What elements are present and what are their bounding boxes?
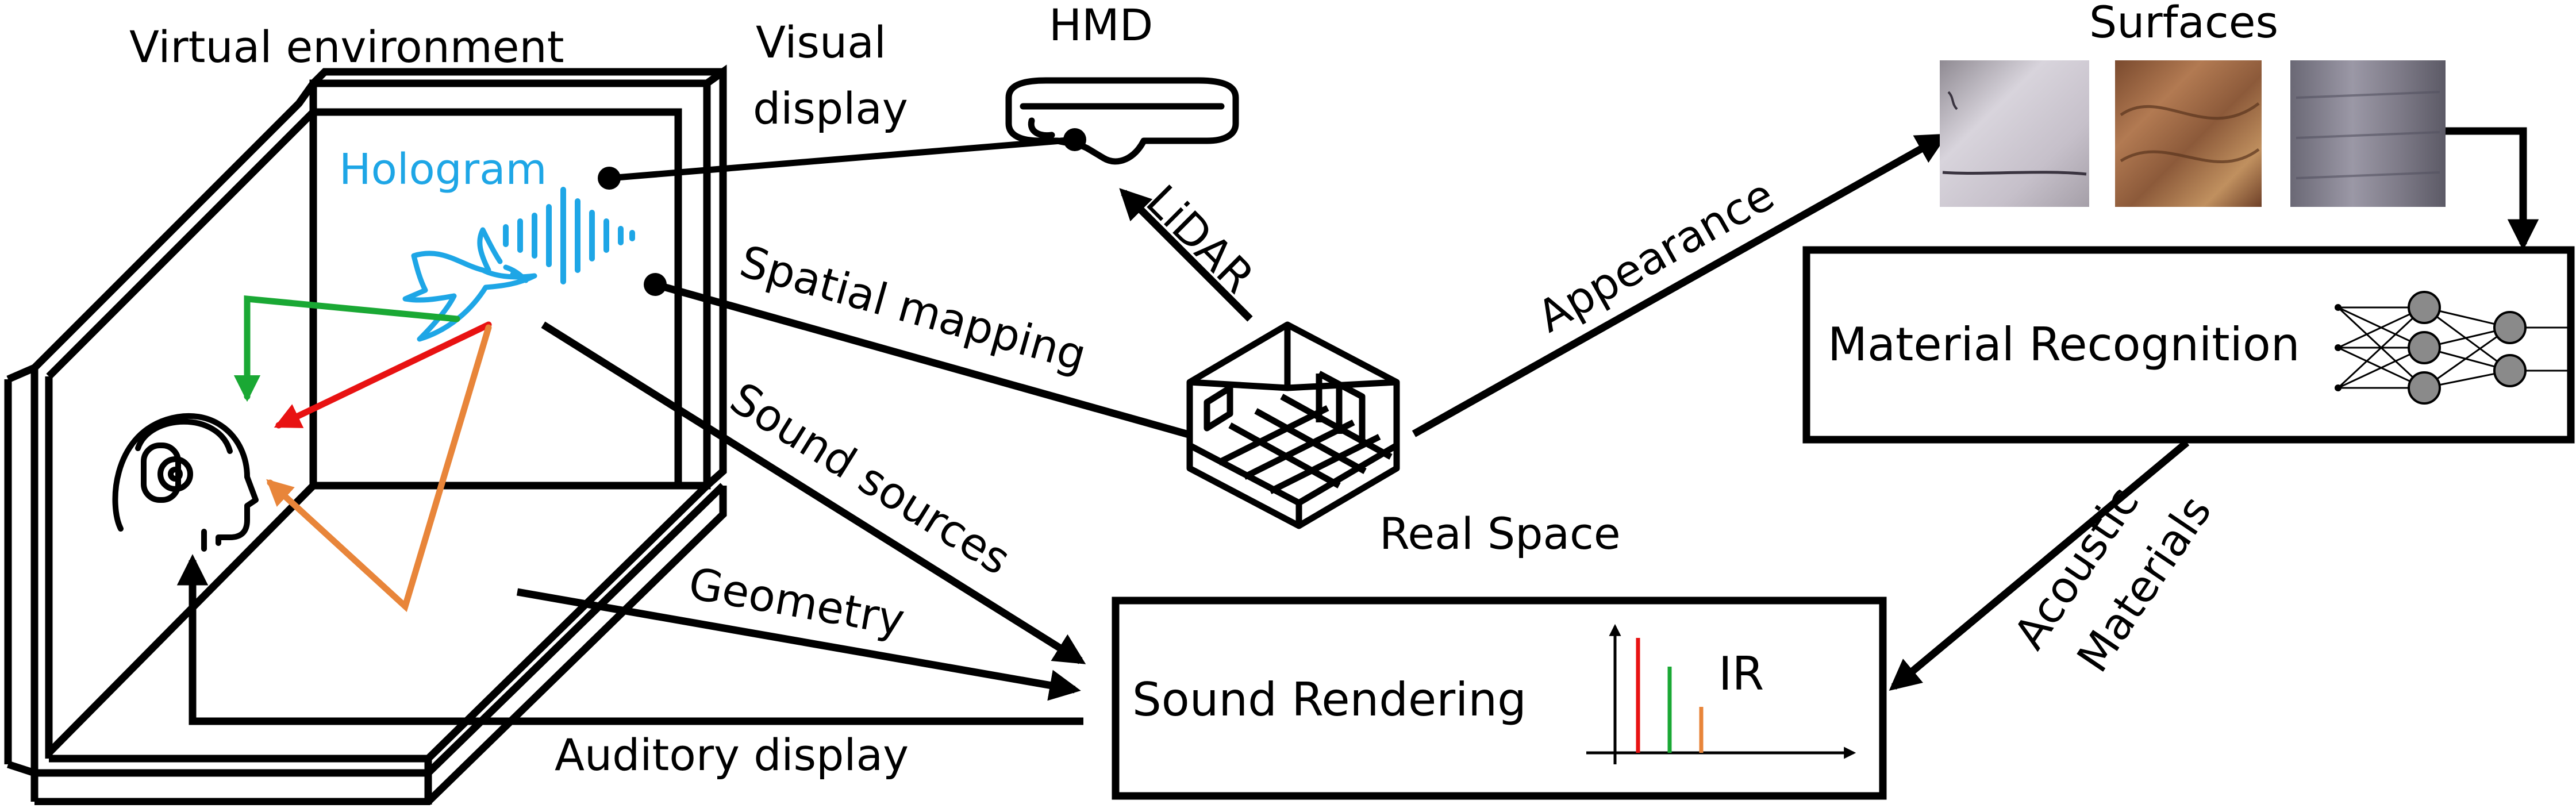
visual-display-label-1: Visual [756,17,886,68]
surfaces-label: Surfaces [2089,0,2278,48]
sound-rendering-label: Sound Rendering [1132,673,1527,726]
back-wall-inner [313,108,682,486]
plaster-surface-texture [1940,60,2089,207]
visual-display-dot-left [598,167,621,190]
wood-surface-texture [2115,60,2262,207]
spatial-mapping-connector [654,280,1208,444]
real-space-label: Real Space [1379,508,1621,559]
hologram-label: Hologram [339,145,547,194]
real-space-room-icon [1186,321,1400,529]
listener-head-icon [112,413,259,552]
material-recognition-box [1802,246,2575,444]
sound-sources-label: Sound sources [721,372,1019,585]
sound-sources-arrow [541,321,1086,664]
auditory-display-arrow [176,554,1083,725]
geometry-arrow [516,588,1081,701]
lidar-arrow [1119,188,1253,322]
appearance-label: Appearance [1529,168,1782,342]
sound-wave-icon [503,187,635,284]
auditory-display-label: Auditory display [555,729,909,780]
visual-display-label-2: display [753,83,908,134]
ir-spikes [1636,638,1704,753]
visual-display-dot-right [1063,128,1086,151]
left-wall [32,81,317,379]
virtual-environment-label: Virtual environment [129,21,564,72]
reflection-ray-red [274,321,492,429]
material-recognition-label: Material Recognition [1828,318,2300,371]
surfaces-to-recognition-arrow [2446,127,2539,251]
sound-rendering-box [1112,597,1887,800]
ir-label: IR [1718,647,1764,701]
impulse-response-plot: IR [1586,624,1856,764]
neural-network-icon [2335,291,2569,405]
direct-path-ray [233,295,460,402]
hmd-label: HMD [1049,0,1153,51]
surface-textures [1940,60,2446,207]
hmd-headset-icon [1005,77,1239,165]
reflection-ray-orange [266,324,492,612]
back-wall-thickness [704,64,727,488]
sound-rays [233,295,492,612]
acoustic-materials-arrow [1889,440,2190,691]
hummingbird-icon [402,227,537,342]
lidar-label: LiDAR [1136,175,1264,303]
spatial-mapping-dot-left [644,273,667,296]
visual-display-connector [609,136,1075,182]
appearance-arrow [1412,133,1948,437]
geometry-label: Geometry [685,557,909,645]
